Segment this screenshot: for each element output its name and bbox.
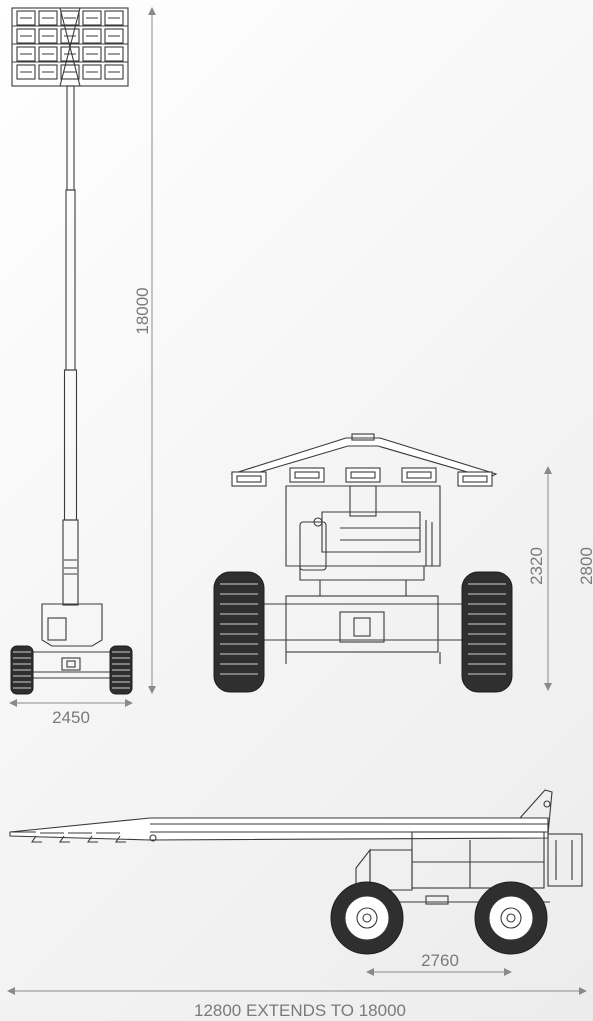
dimension-front-width: 2450 [52, 708, 90, 727]
front-base [10, 603, 133, 695]
side-view: 2760 12800 EXTENDS TO 18000 [7, 789, 587, 1020]
lamp-array [11, 7, 129, 87]
dimension-lamp-height: 2320 [527, 547, 546, 585]
dimension-total-height: 2800 [577, 547, 593, 585]
dimension-mast-height: 18000 [133, 287, 152, 334]
rear-lamps [231, 467, 493, 487]
dimension-wheelbase: 2760 [421, 951, 459, 970]
front-view: 18000 2450 [9, 7, 156, 727]
rear-view: 2320 2800 [213, 433, 593, 693]
rear-right-tire [461, 571, 513, 693]
mast [62, 85, 79, 606]
dimension-overall-length: 12800 EXTENDS TO 18000 [194, 1001, 406, 1020]
rear-left-tire [213, 571, 265, 693]
